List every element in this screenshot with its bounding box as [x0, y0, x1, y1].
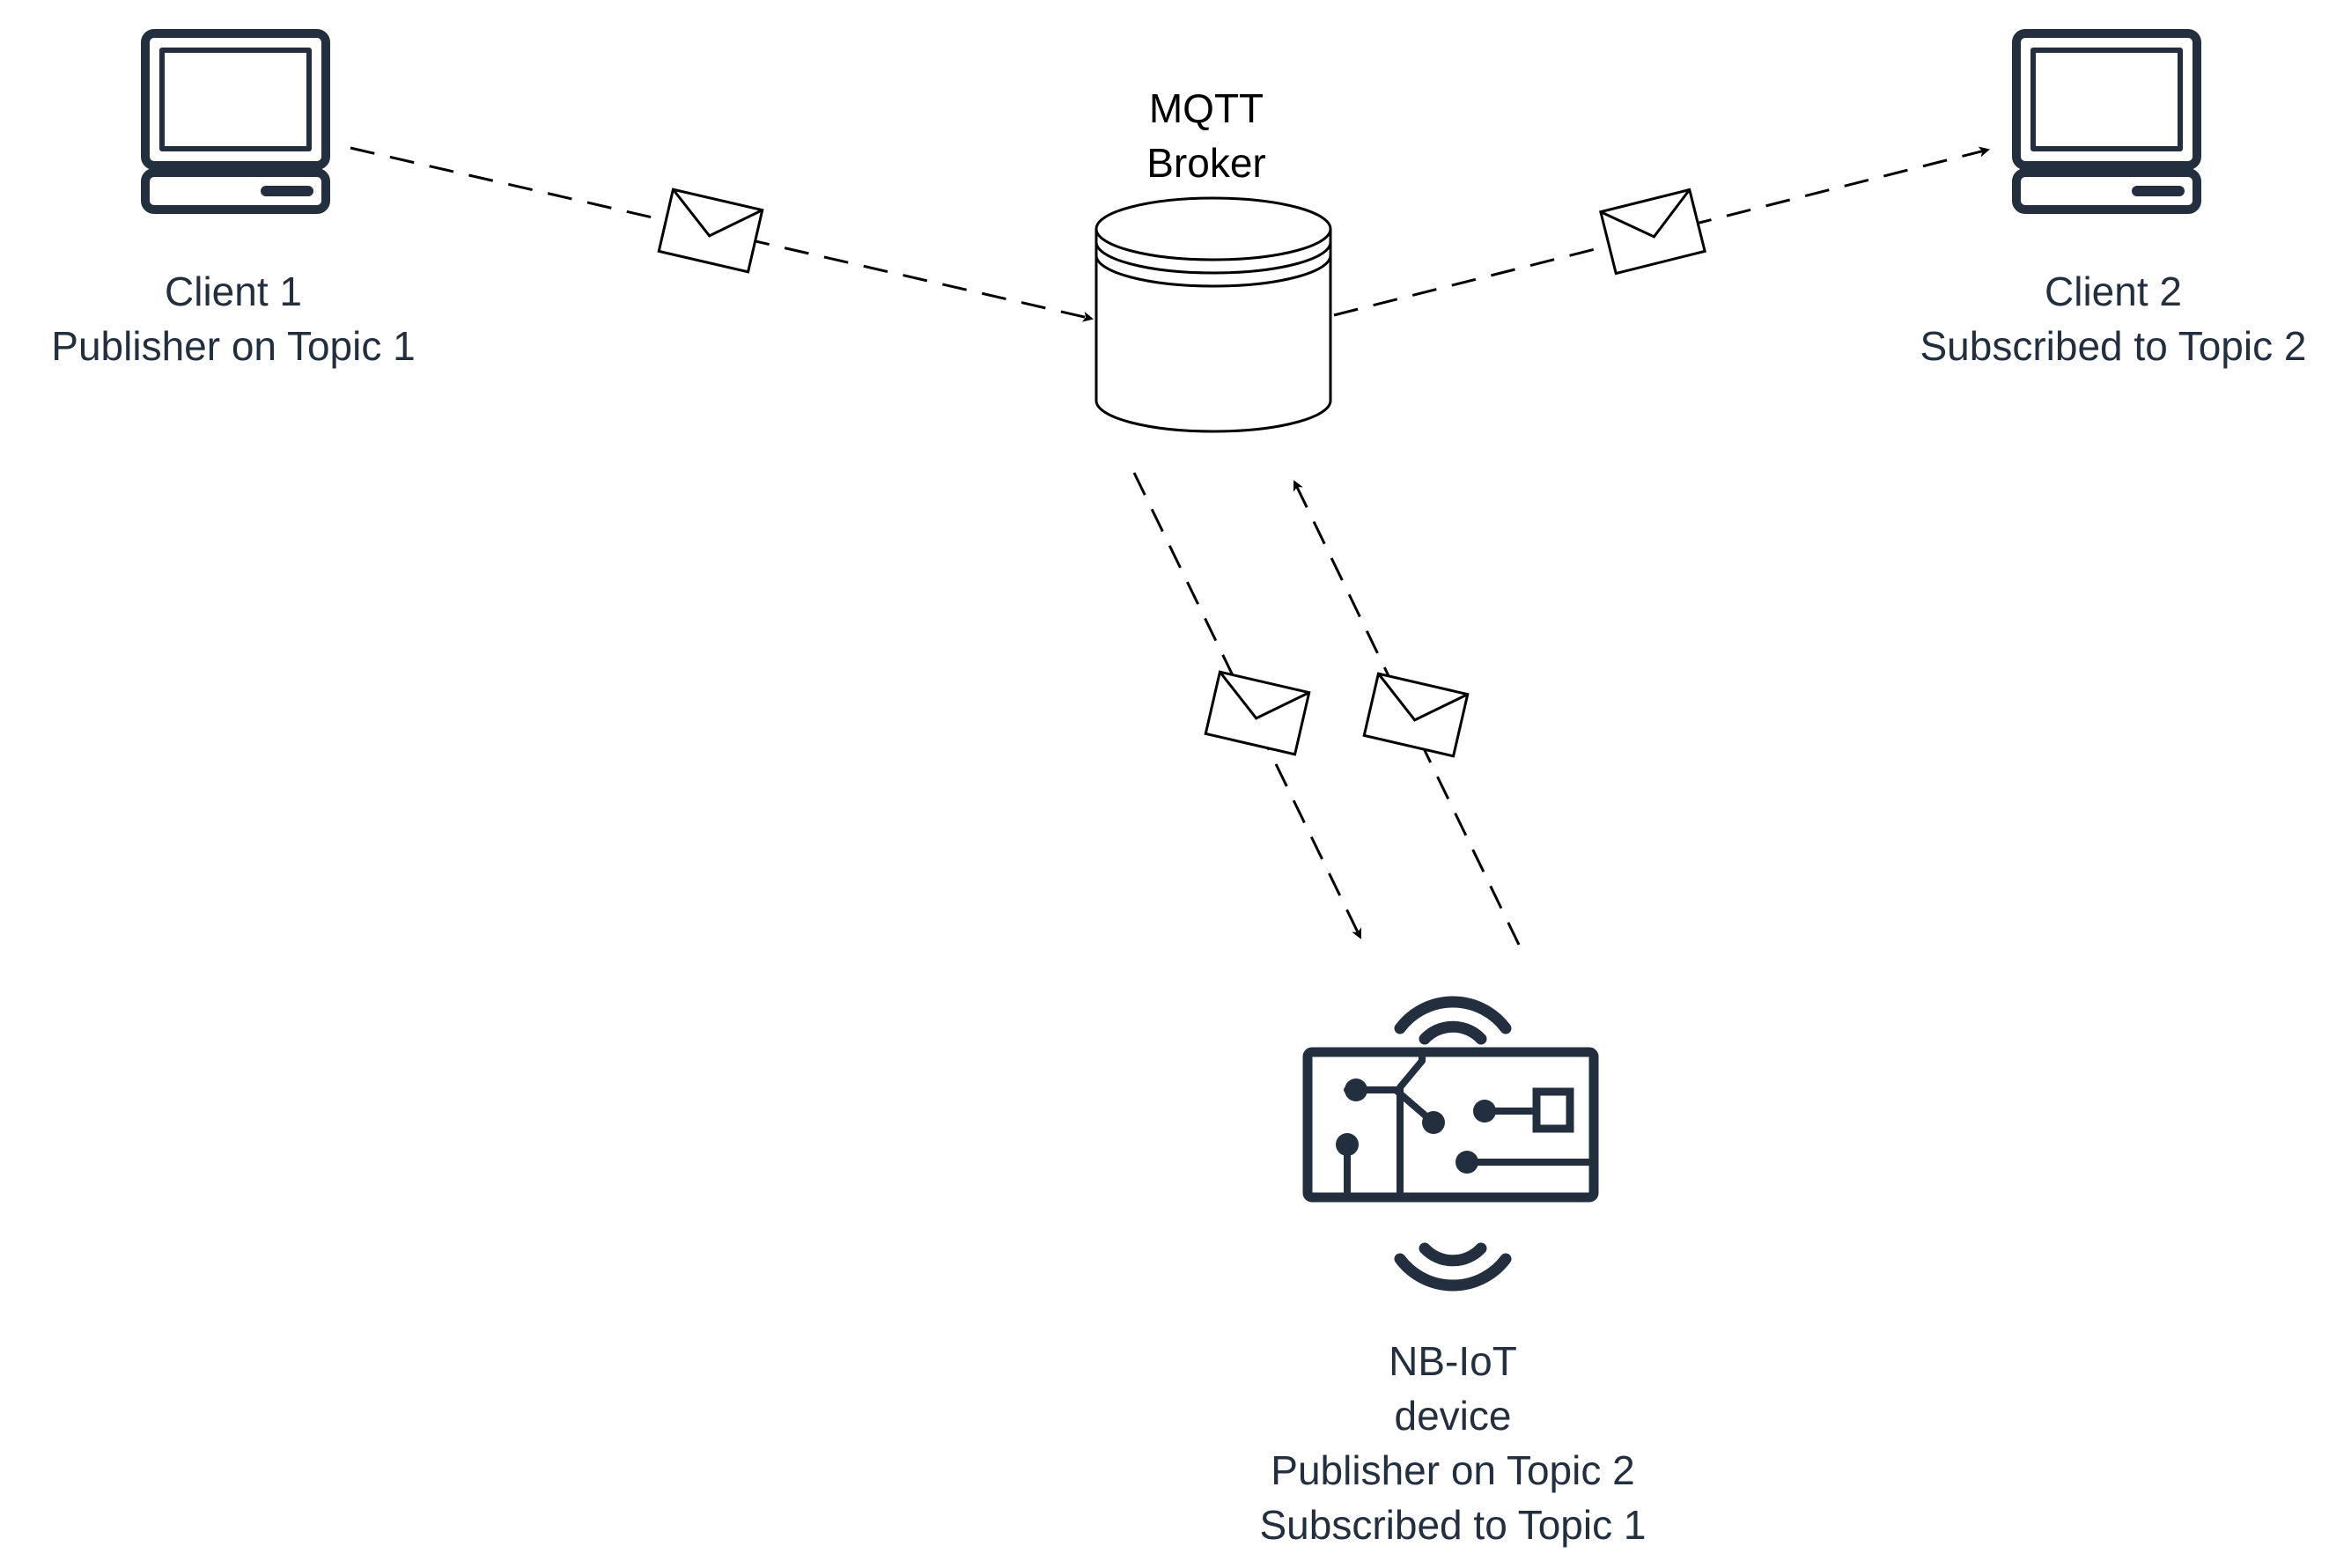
broker-label: MQTT Broker [1074, 81, 1338, 190]
broker-label-line: Broker [1146, 140, 1266, 186]
broker-label-line: MQTT [1148, 85, 1264, 131]
envelope-icon [1204, 670, 1311, 756]
device-label-line: Publisher on Topic 2 [1271, 1447, 1635, 1493]
client1-computer-icon[interactable] [141, 29, 330, 214]
envelope-icon [657, 188, 764, 274]
envelope-icon [1599, 188, 1706, 276]
client2-label: Client 2 Subscribed to Topic 2 [1876, 264, 2351, 373]
client2-label-line: Subscribed to Topic 2 [1920, 323, 2307, 369]
device-label-line: NB-IoT [1389, 1338, 1517, 1384]
client2-label-line: Client 2 [2045, 269, 2182, 314]
nb-iot-device-icon[interactable] [1302, 996, 1599, 1292]
envelope-icon [1362, 672, 1470, 758]
device-label-line: Subscribed to Topic 1 [1259, 1502, 1647, 1548]
device-label: NB-IoT device Publisher on Topic 2 Subsc… [1136, 1334, 1770, 1552]
client2-computer-icon[interactable] [2012, 29, 2201, 214]
broker-database-icon[interactable] [1094, 196, 1332, 433]
client1-label-line: Publisher on Topic 1 [51, 323, 416, 369]
device-label-line: device [1394, 1393, 1512, 1439]
client1-label-line: Client 1 [165, 269, 302, 314]
client1-label: Client 1 Publisher on Topic 1 [0, 264, 467, 373]
